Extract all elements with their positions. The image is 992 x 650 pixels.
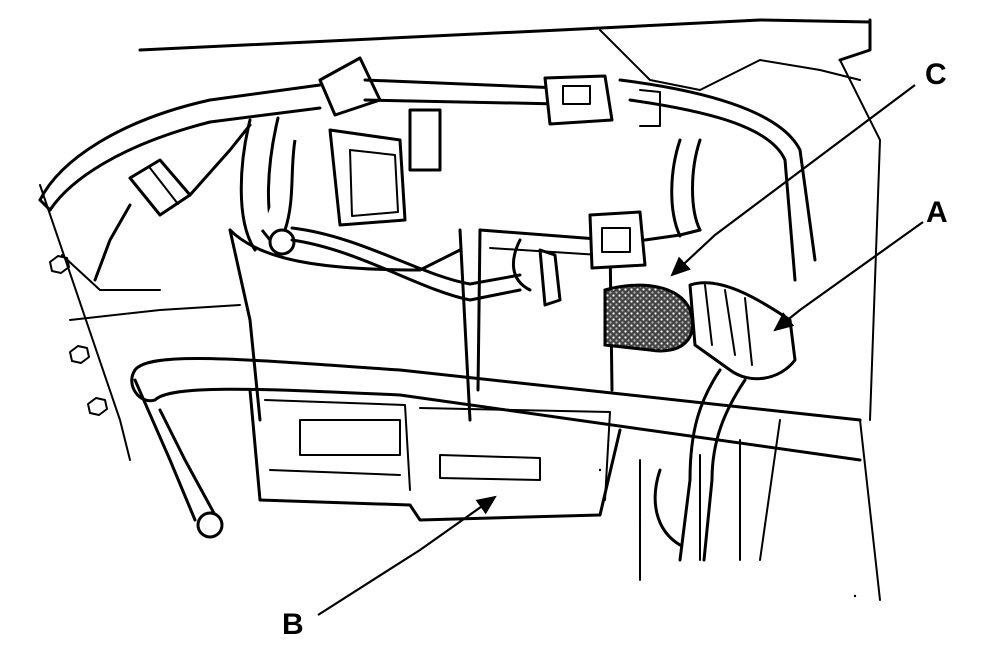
- lower-crossbar: [130, 356, 862, 539]
- wiring-connector-left: [93, 123, 252, 282]
- body-panel-top: [138, 18, 881, 421]
- evap-canister: [228, 108, 614, 422]
- wiring-connector-center: [588, 138, 702, 270]
- callout-label-a: A: [926, 196, 948, 229]
- callout-label-c: C: [925, 58, 947, 91]
- upper-harness-pipe: [318, 56, 817, 282]
- canister-lower-tray: [248, 388, 622, 522]
- left-frame-rail: [38, 83, 322, 461]
- callout-leader-a: [773, 221, 924, 332]
- vacuum-tube-left: [239, 116, 522, 302]
- callout-leader-b: [317, 495, 497, 616]
- callout-leader-c: [670, 84, 916, 277]
- callout-label-b: B: [282, 608, 304, 641]
- hose-cap: [603, 283, 695, 353]
- speckle: [598, 468, 857, 598]
- purge-hose: [653, 281, 797, 562]
- hex-bolt: [49, 255, 108, 416]
